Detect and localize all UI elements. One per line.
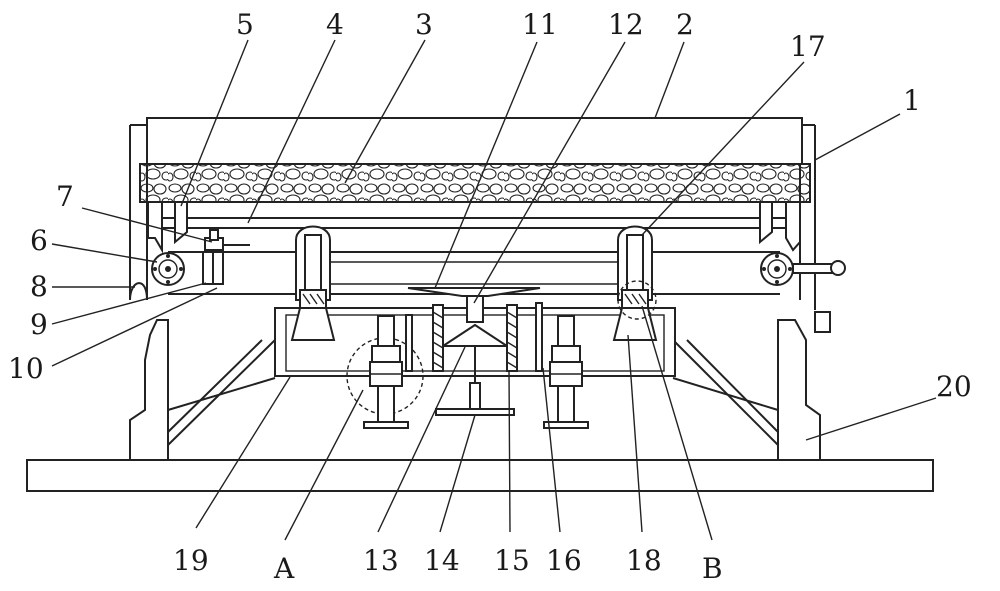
label-b: B: [702, 552, 723, 585]
right-lift-cylinder: [612, 225, 658, 341]
label-20: 20: [936, 370, 972, 403]
conveyor-belt: [168, 251, 780, 295]
label-6: 6: [30, 224, 48, 257]
frame-right-tab: [814, 311, 831, 333]
right-bracing: [672, 339, 779, 446]
left-support-leg: [129, 319, 169, 461]
right-support-leg: [777, 319, 821, 461]
label-8: 8: [30, 270, 48, 303]
left-lift-cylinder: [290, 225, 336, 341]
label-13: 13: [363, 544, 399, 577]
crank-handle: [792, 260, 846, 276]
stone-filter-layer: [139, 163, 811, 203]
right-roller: [760, 252, 794, 286]
label-11: 11: [522, 8, 558, 41]
label-10: 10: [8, 352, 44, 385]
left-jack: [363, 314, 413, 429]
label-3: 3: [415, 8, 433, 41]
label-17: 17: [790, 30, 826, 63]
left-bracing: [167, 339, 276, 446]
label-a: A: [273, 552, 295, 585]
scraper-blades: [147, 201, 801, 254]
label-7: 7: [56, 180, 74, 213]
label-9: 9: [30, 308, 48, 341]
label-5: 5: [236, 8, 254, 41]
label-15: 15: [494, 544, 530, 577]
side-screens: [432, 304, 518, 372]
label-2: 2: [676, 8, 694, 41]
label-1: 1: [903, 84, 921, 117]
top-cover-plate: [146, 117, 803, 165]
label-4: 4: [326, 8, 344, 41]
detail-circle-b: [617, 280, 657, 320]
label-16: 16: [546, 544, 582, 577]
leader-lines: [51, 39, 937, 541]
support-beam: [159, 217, 801, 229]
right-jack: [535, 302, 589, 429]
base-plate: [26, 459, 934, 492]
label-14: 14: [424, 544, 460, 577]
label-18: 18: [626, 544, 662, 577]
frame-left-end: [129, 282, 148, 301]
label-12: 12: [608, 8, 644, 41]
left-roller: [151, 252, 185, 286]
label-19: 19: [173, 544, 209, 577]
drive-assembly: [202, 229, 250, 285]
